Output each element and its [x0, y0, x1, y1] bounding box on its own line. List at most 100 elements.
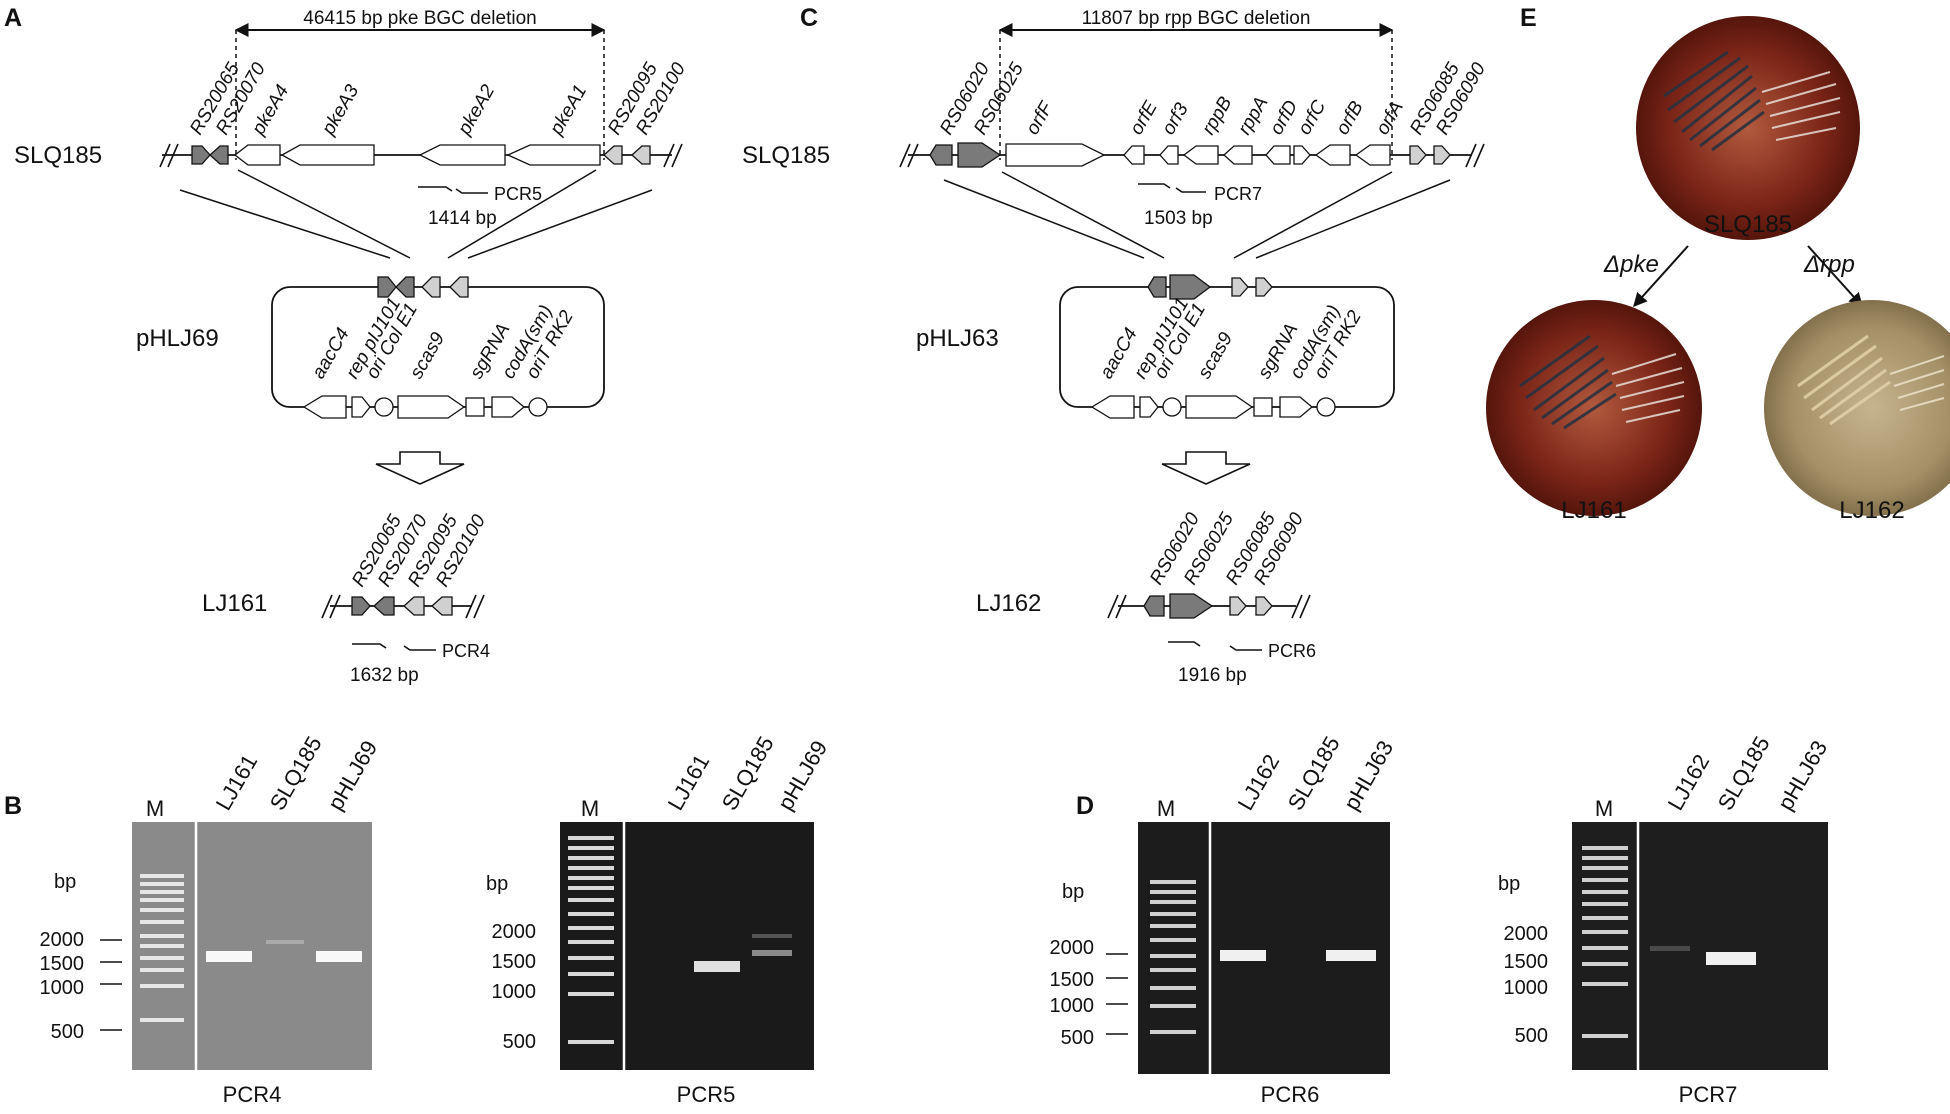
- marker-500: 500: [51, 1021, 84, 1043]
- gene-rs06020: [1143, 595, 1165, 617]
- marker-2000: 2000: [40, 929, 85, 951]
- plasmid-arm-gene: [377, 276, 397, 298]
- marker-ladder: [568, 836, 614, 1044]
- gene-rs20095: [403, 596, 425, 616]
- gene-rs06085: [1229, 596, 1247, 616]
- lane-label: pHLJ69: [323, 736, 383, 814]
- gene-label: pkeA3: [318, 81, 364, 139]
- bp-label: bp: [1062, 881, 1084, 903]
- break-mark: [465, 594, 485, 619]
- element-aacc4: [302, 395, 347, 419]
- gene-orfc: [1293, 145, 1311, 165]
- lane-label: LJ161: [211, 750, 263, 814]
- gene-label: rppB: [1198, 93, 1236, 139]
- gene-rs20100: [431, 596, 453, 616]
- break-mark: [663, 143, 683, 168]
- strain-lj162: LJ162: [976, 590, 1041, 617]
- primer-reverse: [1175, 187, 1206, 193]
- gene-rppa: [1223, 145, 1253, 165]
- marker-1000: 1000: [1504, 977, 1549, 999]
- lane-label-m: M: [1157, 796, 1175, 821]
- gene-label: orfF: [1022, 98, 1058, 139]
- plasmid-arm-gene: [1147, 276, 1167, 298]
- strain-lj161: LJ161: [202, 590, 267, 617]
- gene-orff: [1005, 143, 1106, 167]
- primer-label: PCR4: [442, 641, 490, 661]
- marker-1500: 1500: [40, 953, 85, 975]
- plate-label-lj161: LJ161: [1561, 497, 1626, 524]
- panel-c: C 11807 bp rpp BGC deletion SLQ185 RS060…: [742, 4, 1490, 686]
- colony-streak: [1519, 334, 1617, 430]
- marker-ladder: [1150, 880, 1196, 1034]
- lane-label: SLQ185: [265, 732, 327, 814]
- gel-background: [560, 822, 814, 1070]
- gene-orfb: [1314, 144, 1351, 166]
- gel-caption: PCR7: [1679, 1082, 1738, 1107]
- amplicon-size: 1632 bp: [350, 665, 419, 686]
- homology-line: [237, 169, 411, 259]
- gene-rs20070: [209, 145, 229, 165]
- gel-pcr6: M LJ162 SLQ185 pHLJ63 bp 2000 1500 1000 …: [1050, 732, 1399, 1107]
- colony-streak: [1663, 50, 1765, 152]
- gel-band: [1220, 950, 1266, 961]
- break-mark: [321, 594, 341, 619]
- lane-label: SLQ185: [1283, 732, 1345, 814]
- gel-band-faint: [752, 934, 792, 938]
- marker-1500: 1500: [1050, 969, 1095, 991]
- amplicon-size: 1414 bp: [428, 208, 497, 229]
- colony-streak-secondary: [1761, 71, 1841, 141]
- gene-orf3: [1159, 145, 1179, 165]
- gene-rs06020: [929, 144, 953, 166]
- plasmid-arm-gene: [421, 276, 441, 298]
- gel-band-faint: [1650, 946, 1690, 951]
- plasmid-name-phlj63: pHLJ63: [916, 325, 999, 352]
- element-orit: [528, 397, 548, 417]
- break-mark: [1107, 594, 1127, 619]
- gene-pkea4: [233, 144, 281, 166]
- marker-500: 500: [1061, 1027, 1094, 1049]
- plasmid-arm-gene: [1255, 277, 1273, 297]
- primer-forward: [352, 643, 387, 649]
- gene-label: orfD: [1266, 97, 1302, 139]
- gel-caption: PCR6: [1261, 1082, 1320, 1107]
- gene-pkea2: [418, 144, 506, 166]
- element-orit: [1316, 397, 1336, 417]
- gel-caption: PCR4: [223, 1082, 282, 1107]
- panel-label-b: B: [4, 792, 22, 820]
- marker-1000: 1000: [1050, 995, 1095, 1017]
- deletion-label: 46415 bp pke BGC deletion: [303, 8, 536, 29]
- plasmid-arm-gene: [1169, 274, 1212, 300]
- homology-line: [467, 189, 653, 259]
- marker-ladder: [1582, 846, 1628, 1038]
- lane-label: LJ161: [663, 750, 715, 814]
- primer-reverse: [455, 188, 488, 194]
- gene-label: orfC: [1294, 97, 1330, 139]
- result-arrow: [1161, 451, 1251, 485]
- homology-line: [447, 169, 597, 259]
- panel-label-d: D: [1076, 792, 1094, 820]
- primer-forward: [1168, 641, 1201, 647]
- break-mark: [1465, 143, 1485, 168]
- gene-rs20065: [351, 596, 371, 616]
- panel-a: A 46415 bp pke BGC deletion SLQ185 RS200…: [4, 4, 690, 686]
- element-sgrna: [1253, 397, 1273, 417]
- arrow-to-lj162: [1807, 245, 1863, 308]
- gene-rs06090: [1255, 596, 1273, 616]
- marker-1000: 1000: [492, 981, 537, 1003]
- gene-rs06090: [1433, 145, 1451, 165]
- gene-pkea3: [280, 144, 375, 166]
- plasmid-name-phlj69: pHLJ69: [136, 325, 219, 352]
- lane-label: LJ162: [1233, 750, 1285, 814]
- amplicon-size: 1503 bp: [1144, 208, 1213, 229]
- plate-slq185: [1636, 16, 1860, 240]
- panel-label-a: A: [4, 4, 22, 32]
- marker-500: 500: [503, 1031, 536, 1053]
- gene-orfe: [1123, 145, 1145, 165]
- gene-rs20100: [631, 145, 651, 165]
- homology-line: [1255, 179, 1451, 259]
- element-sgrna: [465, 397, 485, 417]
- panel-label-e: E: [1520, 4, 1537, 32]
- result-arrow: [375, 451, 465, 485]
- deletion-label: 11807 bp rpp BGC deletion: [1082, 8, 1311, 29]
